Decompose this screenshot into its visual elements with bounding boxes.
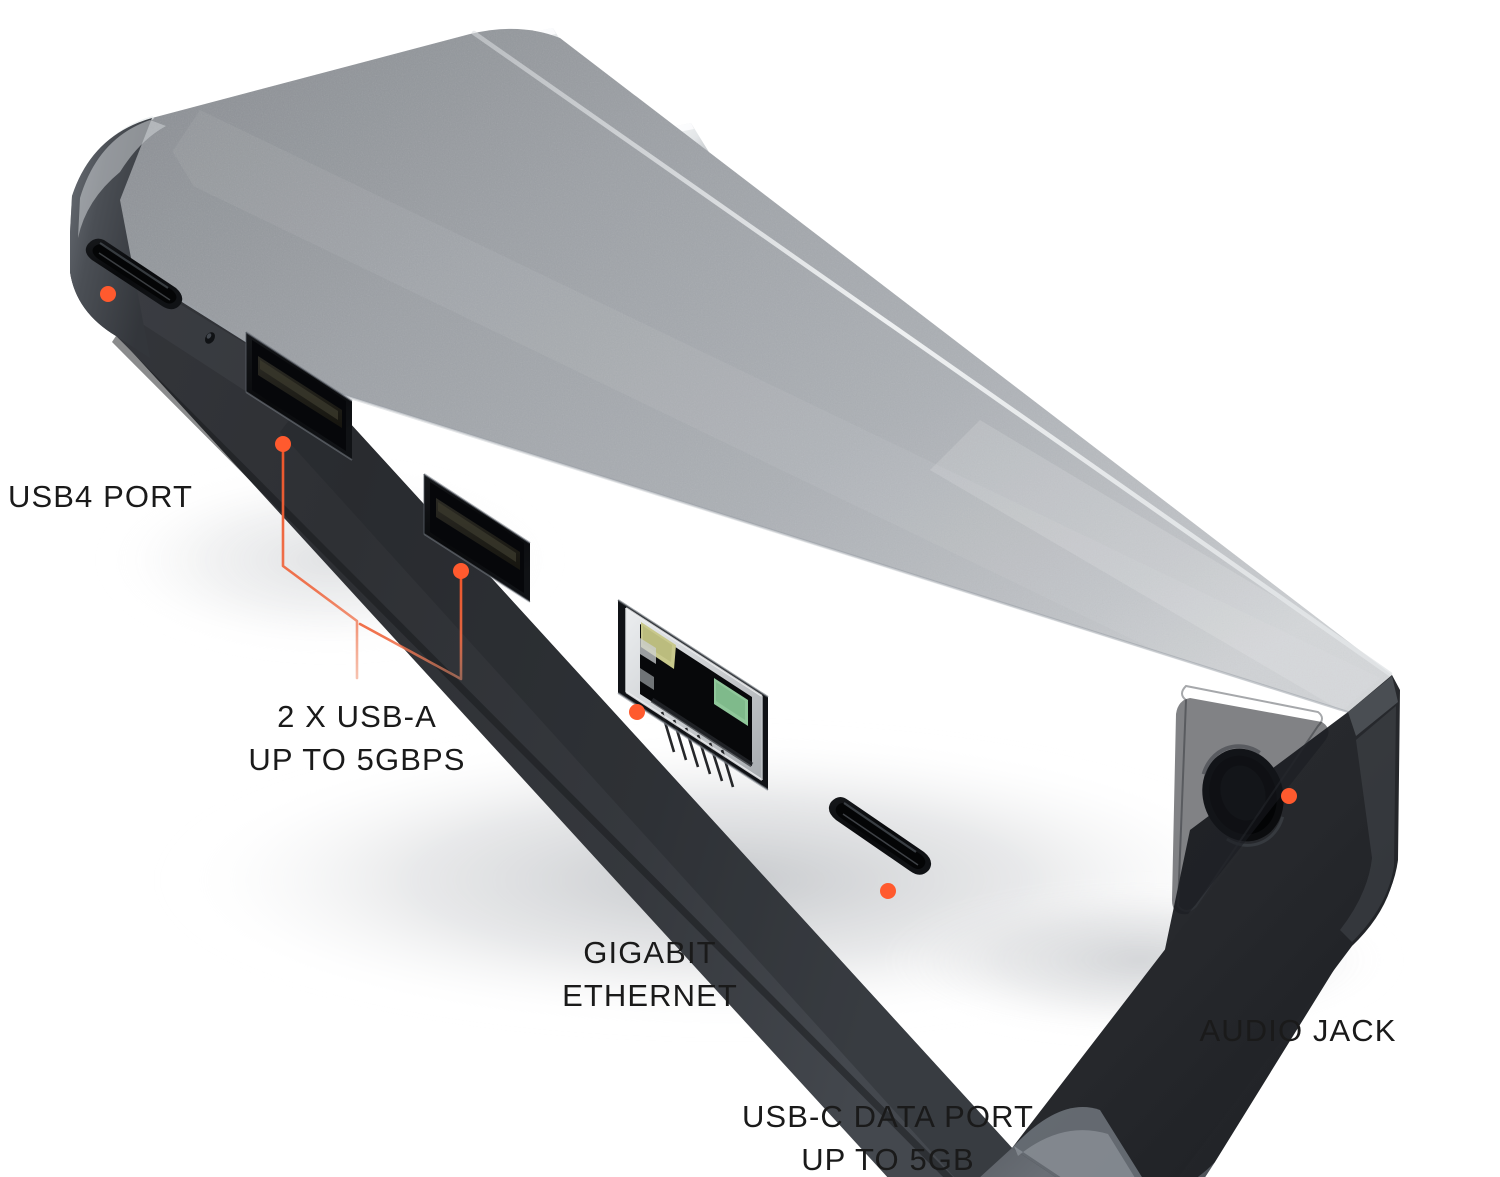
- dot-usb4-port: [100, 286, 116, 302]
- callout-label-audio-jack: AUDIO JACK: [1199, 1013, 1397, 1048]
- dot-audio-jack: [1281, 788, 1297, 804]
- callout-dots: [100, 286, 1297, 899]
- callout-leaders: [106, 294, 1291, 1080]
- callout-label-usb4-port: USB4 PORT: [8, 479, 194, 514]
- dot-usb-a-right: [453, 563, 469, 579]
- dot-usb-a-left: [275, 436, 291, 452]
- status-led: [205, 332, 215, 344]
- dot-usb-c-data-port: [880, 883, 896, 899]
- hub-body: [70, 28, 1400, 1177]
- body-top-face: [70, 28, 1392, 713]
- callout-label-usb-c-data-port: USB-C DATA PORT UP TO 5GB: [741, 1099, 1035, 1177]
- port-usb-c-data: [828, 796, 932, 875]
- port-usb-a-1: [245, 331, 353, 461]
- body-front-face-visible: [70, 232, 1012, 1177]
- top-edge-highlight: [471, 30, 1393, 677]
- leader-usb-a-right: [358, 571, 463, 681]
- body-right-end-face-main: [1012, 676, 1399, 1177]
- port-usb4: [85, 238, 183, 310]
- right-end-recess: [1172, 698, 1329, 915]
- callout-label-usb-a-ports: 2 X USB-A UP TO 5GBPS: [248, 699, 466, 777]
- port-usb-a-2: [423, 473, 531, 603]
- callout-label-gigabit-ethernet: GIGABIT ETHERNET: [562, 935, 738, 1013]
- dot-gigabit-ethernet: [629, 704, 645, 720]
- leader-usb-a-left: [281, 444, 359, 680]
- port-ethernet: [617, 599, 769, 791]
